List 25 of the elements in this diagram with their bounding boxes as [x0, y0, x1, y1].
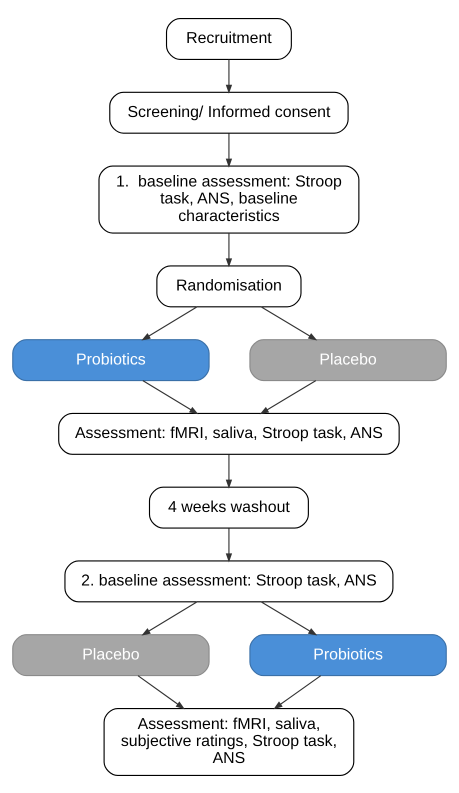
arrow [138, 674, 185, 709]
node-box: Screening/ Informed consent [109, 91, 349, 134]
node-box: 1. baseline assessment: Stroop task, ANS, baseline characteristics [98, 165, 360, 234]
node-box: 4 weeks washout [148, 486, 309, 528]
node-box: Probiotics [249, 634, 447, 676]
node-box: Placebo [12, 634, 210, 676]
node-box: Recruitment [166, 17, 292, 60]
node-box: 2. baseline assessment: Stroop task, ANS [64, 560, 394, 602]
arrow [142, 380, 198, 414]
arrow [260, 600, 318, 636]
arrow [226, 528, 232, 562]
arrow [141, 600, 198, 636]
arrow [226, 59, 232, 94]
node-box: Placebo [249, 338, 447, 381]
arrow [141, 306, 198, 340]
node-box: Assessment: fMRI, saliva, Stroop task, ANS [58, 412, 400, 454]
arrow [226, 454, 232, 488]
node-box: Randomisation [156, 264, 302, 307]
arrow [260, 306, 318, 340]
arrow [226, 232, 232, 267]
node-box: Assessment: fMRI, saliva, subjective ratings, Stroop task, ANS [104, 707, 354, 776]
arrow [260, 380, 316, 414]
arrow [226, 132, 232, 168]
node-box: Probiotics [12, 338, 210, 381]
arrow [273, 674, 322, 709]
